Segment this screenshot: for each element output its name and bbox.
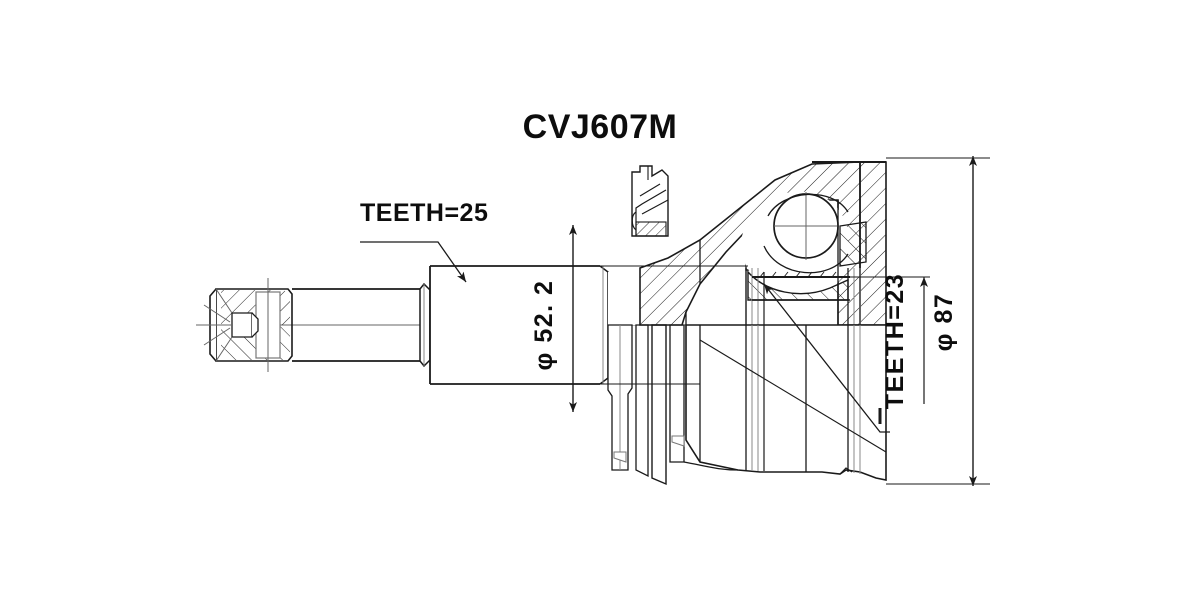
callout-inner-spline-teeth: TEETH=23 bbox=[763, 273, 930, 433]
dimension-shaft-diameter: φ 52. 2 bbox=[530, 225, 748, 412]
dimension-label-shaft-diameter: φ 52. 2 bbox=[530, 280, 558, 371]
shaft-large-diameter-spline bbox=[429, 265, 609, 385]
page-title: CVJ607M bbox=[523, 108, 678, 146]
shaft-stub-splined-end bbox=[196, 278, 293, 372]
shaft-small-diameter bbox=[292, 288, 420, 362]
callout-outer-spline-teeth: TEETH=25 bbox=[360, 199, 488, 283]
callout-label-teeth-25: TEETH=25 bbox=[360, 199, 488, 227]
dimension-label-housing-diameter: φ 87 bbox=[930, 293, 958, 352]
shaft-step-groove bbox=[419, 282, 431, 368]
boot-clamp-ring bbox=[631, 165, 669, 237]
dimension-housing-diameter: φ 87 bbox=[886, 156, 990, 486]
callout-label-teeth-23: TEETH=23 bbox=[881, 273, 909, 409]
boot-bellows-flange bbox=[607, 268, 739, 486]
stub-groove bbox=[231, 312, 253, 338]
cv-joint-housing-outline bbox=[685, 324, 887, 481]
cv-joint-housing-section bbox=[639, 161, 887, 326]
